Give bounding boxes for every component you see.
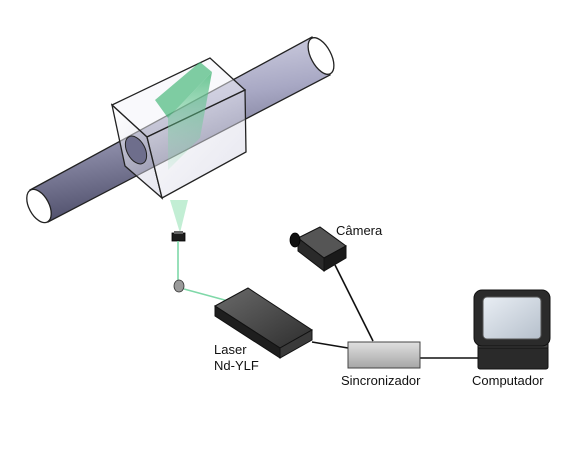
cable-laser-sync [311,341,349,349]
synchronizer-label: Sincronizador [341,373,421,388]
test-section-box [110,57,247,200]
synchronizer-box [347,341,421,369]
laser-beam-horizontal [183,288,233,303]
computer [473,289,551,370]
mirror [173,279,185,293]
laser-sheet [155,62,212,233]
laser-label-line1: Laser [214,342,247,357]
laser-device [214,287,313,359]
sheet-optics-lens [171,231,186,242]
camera-label: Câmera [336,223,383,238]
camera-device [289,226,347,273]
laser-label-line2: Nd-YLF [214,358,259,373]
computer-label: Computador [472,373,544,388]
cable-camera-sync [334,264,374,342]
